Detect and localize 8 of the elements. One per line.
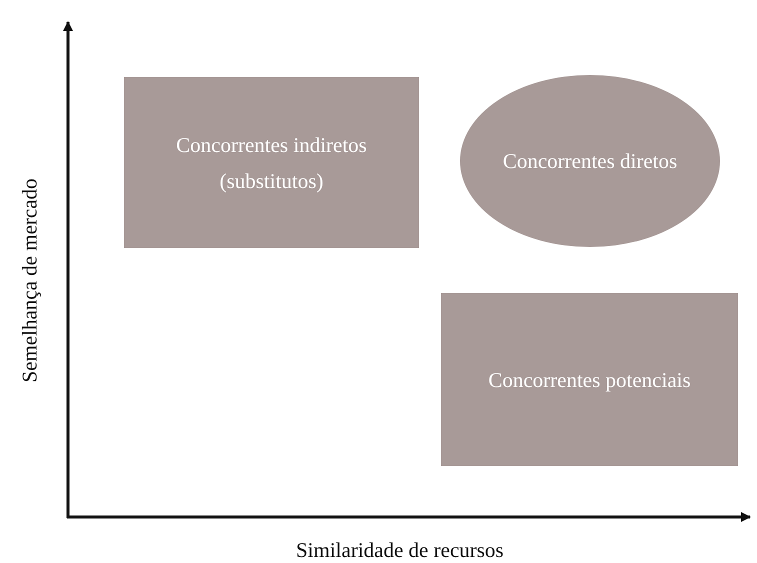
ellipse-shape (460, 75, 720, 247)
node-label: Concorrentes potenciais (488, 366, 691, 394)
node-label: Concorrentes indiretos (substitutos) (175, 132, 368, 194)
rectangle-box (124, 77, 419, 248)
node-label: Concorrentes diretos (502, 148, 678, 175)
x-axis-title: Similaridade de recursos (296, 538, 504, 562)
rectangle-box (441, 293, 738, 466)
y-axis-title: Semelhança de mercado (18, 178, 43, 382)
